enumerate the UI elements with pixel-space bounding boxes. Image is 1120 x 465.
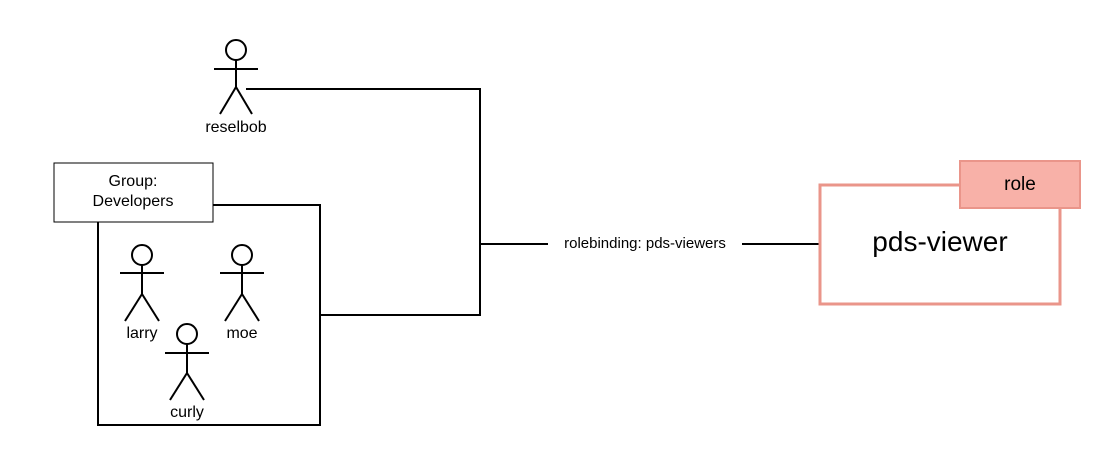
actor-curly-icon [165,323,209,401]
role-tag-label: role [1004,174,1036,195]
actor-larry-icon [120,244,164,322]
connector-lines [246,88,820,316]
group-connector [321,244,481,316]
group-header-line1: Group: [109,173,158,190]
group-header-box [53,162,214,223]
actor-moe-icon [220,244,264,322]
role-name: pds-viewer [872,226,1007,257]
actor-reselbob-label: reselbob [205,119,266,136]
binding-label: rolebinding: pds-viewers [564,235,726,252]
binding-label-bg [548,233,742,253]
group-header-line2: Developers [93,193,174,210]
role-tag [959,160,1081,209]
group-container [97,204,321,426]
reselbob-connector [246,88,481,244]
actor-moe-label: moe [226,325,257,342]
actor-curly-label: curly [170,404,204,421]
actor-larry-label: larry [126,325,157,342]
actor-reselbob-icon [214,39,258,115]
